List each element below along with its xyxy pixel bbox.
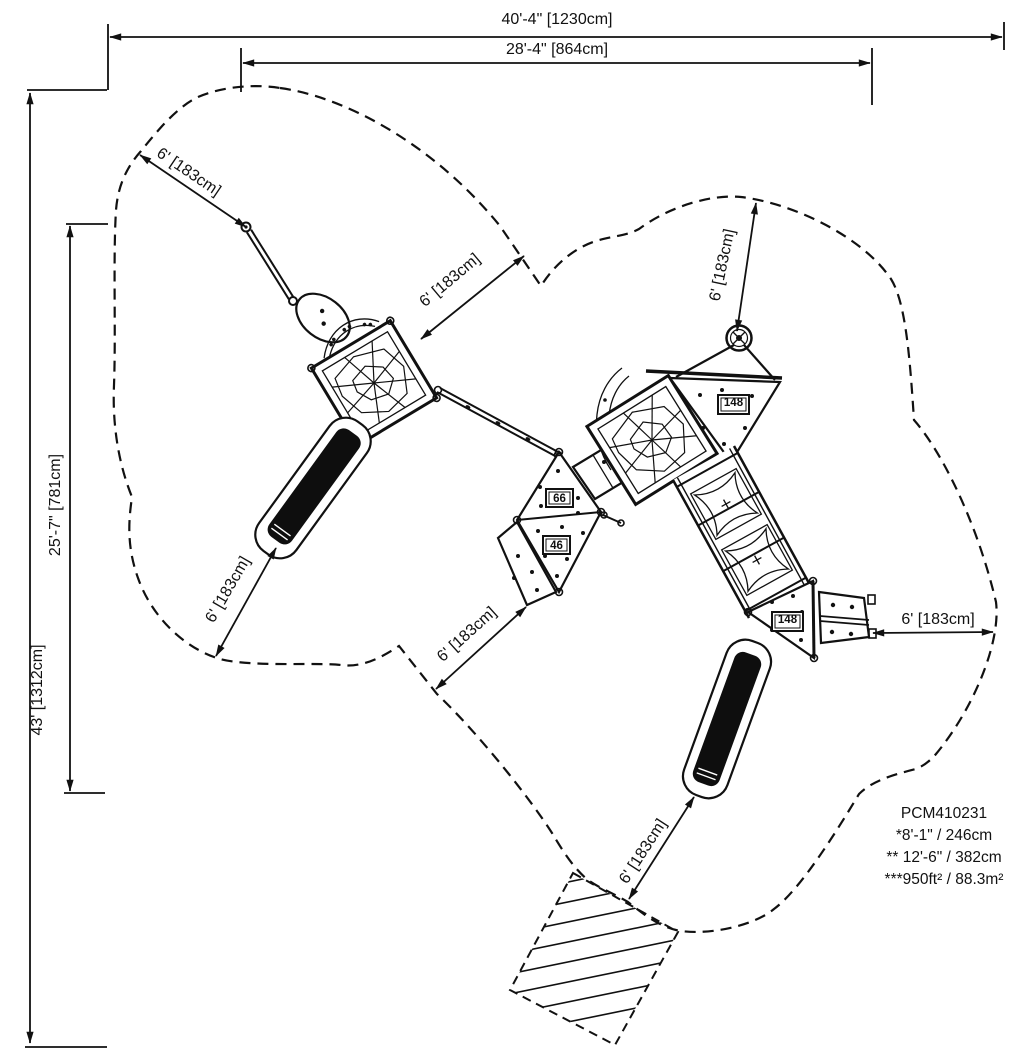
balance-pod-item: [240, 221, 351, 344]
clatter-bridge: [671, 445, 812, 619]
overall-width-label: 40'-4" [1230cm]: [501, 11, 612, 28]
web-deck-upper-left: [307, 316, 441, 450]
clearance-arrow-2: 6' [183cm]: [417, 250, 525, 340]
deck-plate-66: 66: [545, 488, 574, 508]
clearance-arrow-7: 6' [183cm]: [616, 796, 695, 900]
note-height: ** 12'-6" / 382cm: [886, 849, 1001, 866]
clearance-arrow-1: 6' [183cm]: [139, 145, 247, 228]
deck-plate-46: 46: [542, 535, 571, 555]
lower-tower: 148: [743, 576, 819, 663]
clearance-label-3: 6' [183cm]: [707, 227, 739, 302]
deck-height-label-148-upper: 148: [724, 397, 744, 409]
hatched-pad: [508, 871, 680, 1047]
dimension-structure-depth: 25'-7" [781cm]: [47, 223, 108, 794]
dimension-structure-width: 28'-4" [864cm]: [240, 41, 873, 105]
deck-height-label-46: 46: [550, 540, 563, 552]
clearance-label-2: 6' [183cm]: [417, 250, 484, 310]
overall-depth-label: 43' [1312cm]: [29, 644, 46, 735]
step-structure-right: [817, 590, 877, 645]
clearance-arrow-3: 6' [183cm]: [707, 202, 758, 332]
slide-upper-left: [254, 416, 372, 560]
structure-width-label: 28'-4" [864cm]: [506, 41, 608, 58]
clearance-arrow-5: 6' [183cm]: [434, 604, 527, 690]
dimension-overall-depth: 43' [1312cm]: [25, 89, 107, 1048]
dimension-overall-width: 40'-4" [1230cm]: [107, 11, 1005, 90]
clearance-label-4: 6' [183cm]: [202, 554, 253, 626]
structure-depth-label: 25'-7" [781cm]: [47, 454, 64, 556]
clearance-arrow-6: 6' [183cm]: [872, 611, 994, 637]
slide-bottom: [681, 638, 773, 800]
deck-height-label-66: 66: [553, 493, 566, 505]
overhead-beam: [433, 385, 563, 460]
product-code: PCM410231: [901, 805, 987, 822]
main-tower: 148: [584, 324, 783, 507]
clearance-label-6: 6' [183cm]: [901, 611, 974, 628]
title-note-block: PCM410231 *8'-1" / 246cm ** 12'-6" / 382…: [885, 805, 1004, 888]
use-zone-boundary: [112, 85, 998, 934]
transfer-decks: 66 46: [496, 447, 625, 607]
note-fall-height: *8'-1" / 246cm: [896, 827, 992, 844]
deck-height-label-148-lower: 148: [778, 614, 798, 626]
clearance-label-5: 6' [183cm]: [434, 604, 500, 666]
clearance-arrow-4: 6' [183cm]: [202, 547, 277, 657]
note-area: ***950ft² / 88.3m²: [885, 871, 1004, 888]
deck-plate-148-upper: 148: [717, 394, 750, 415]
deck-plate-148-lower: 148: [771, 611, 804, 632]
